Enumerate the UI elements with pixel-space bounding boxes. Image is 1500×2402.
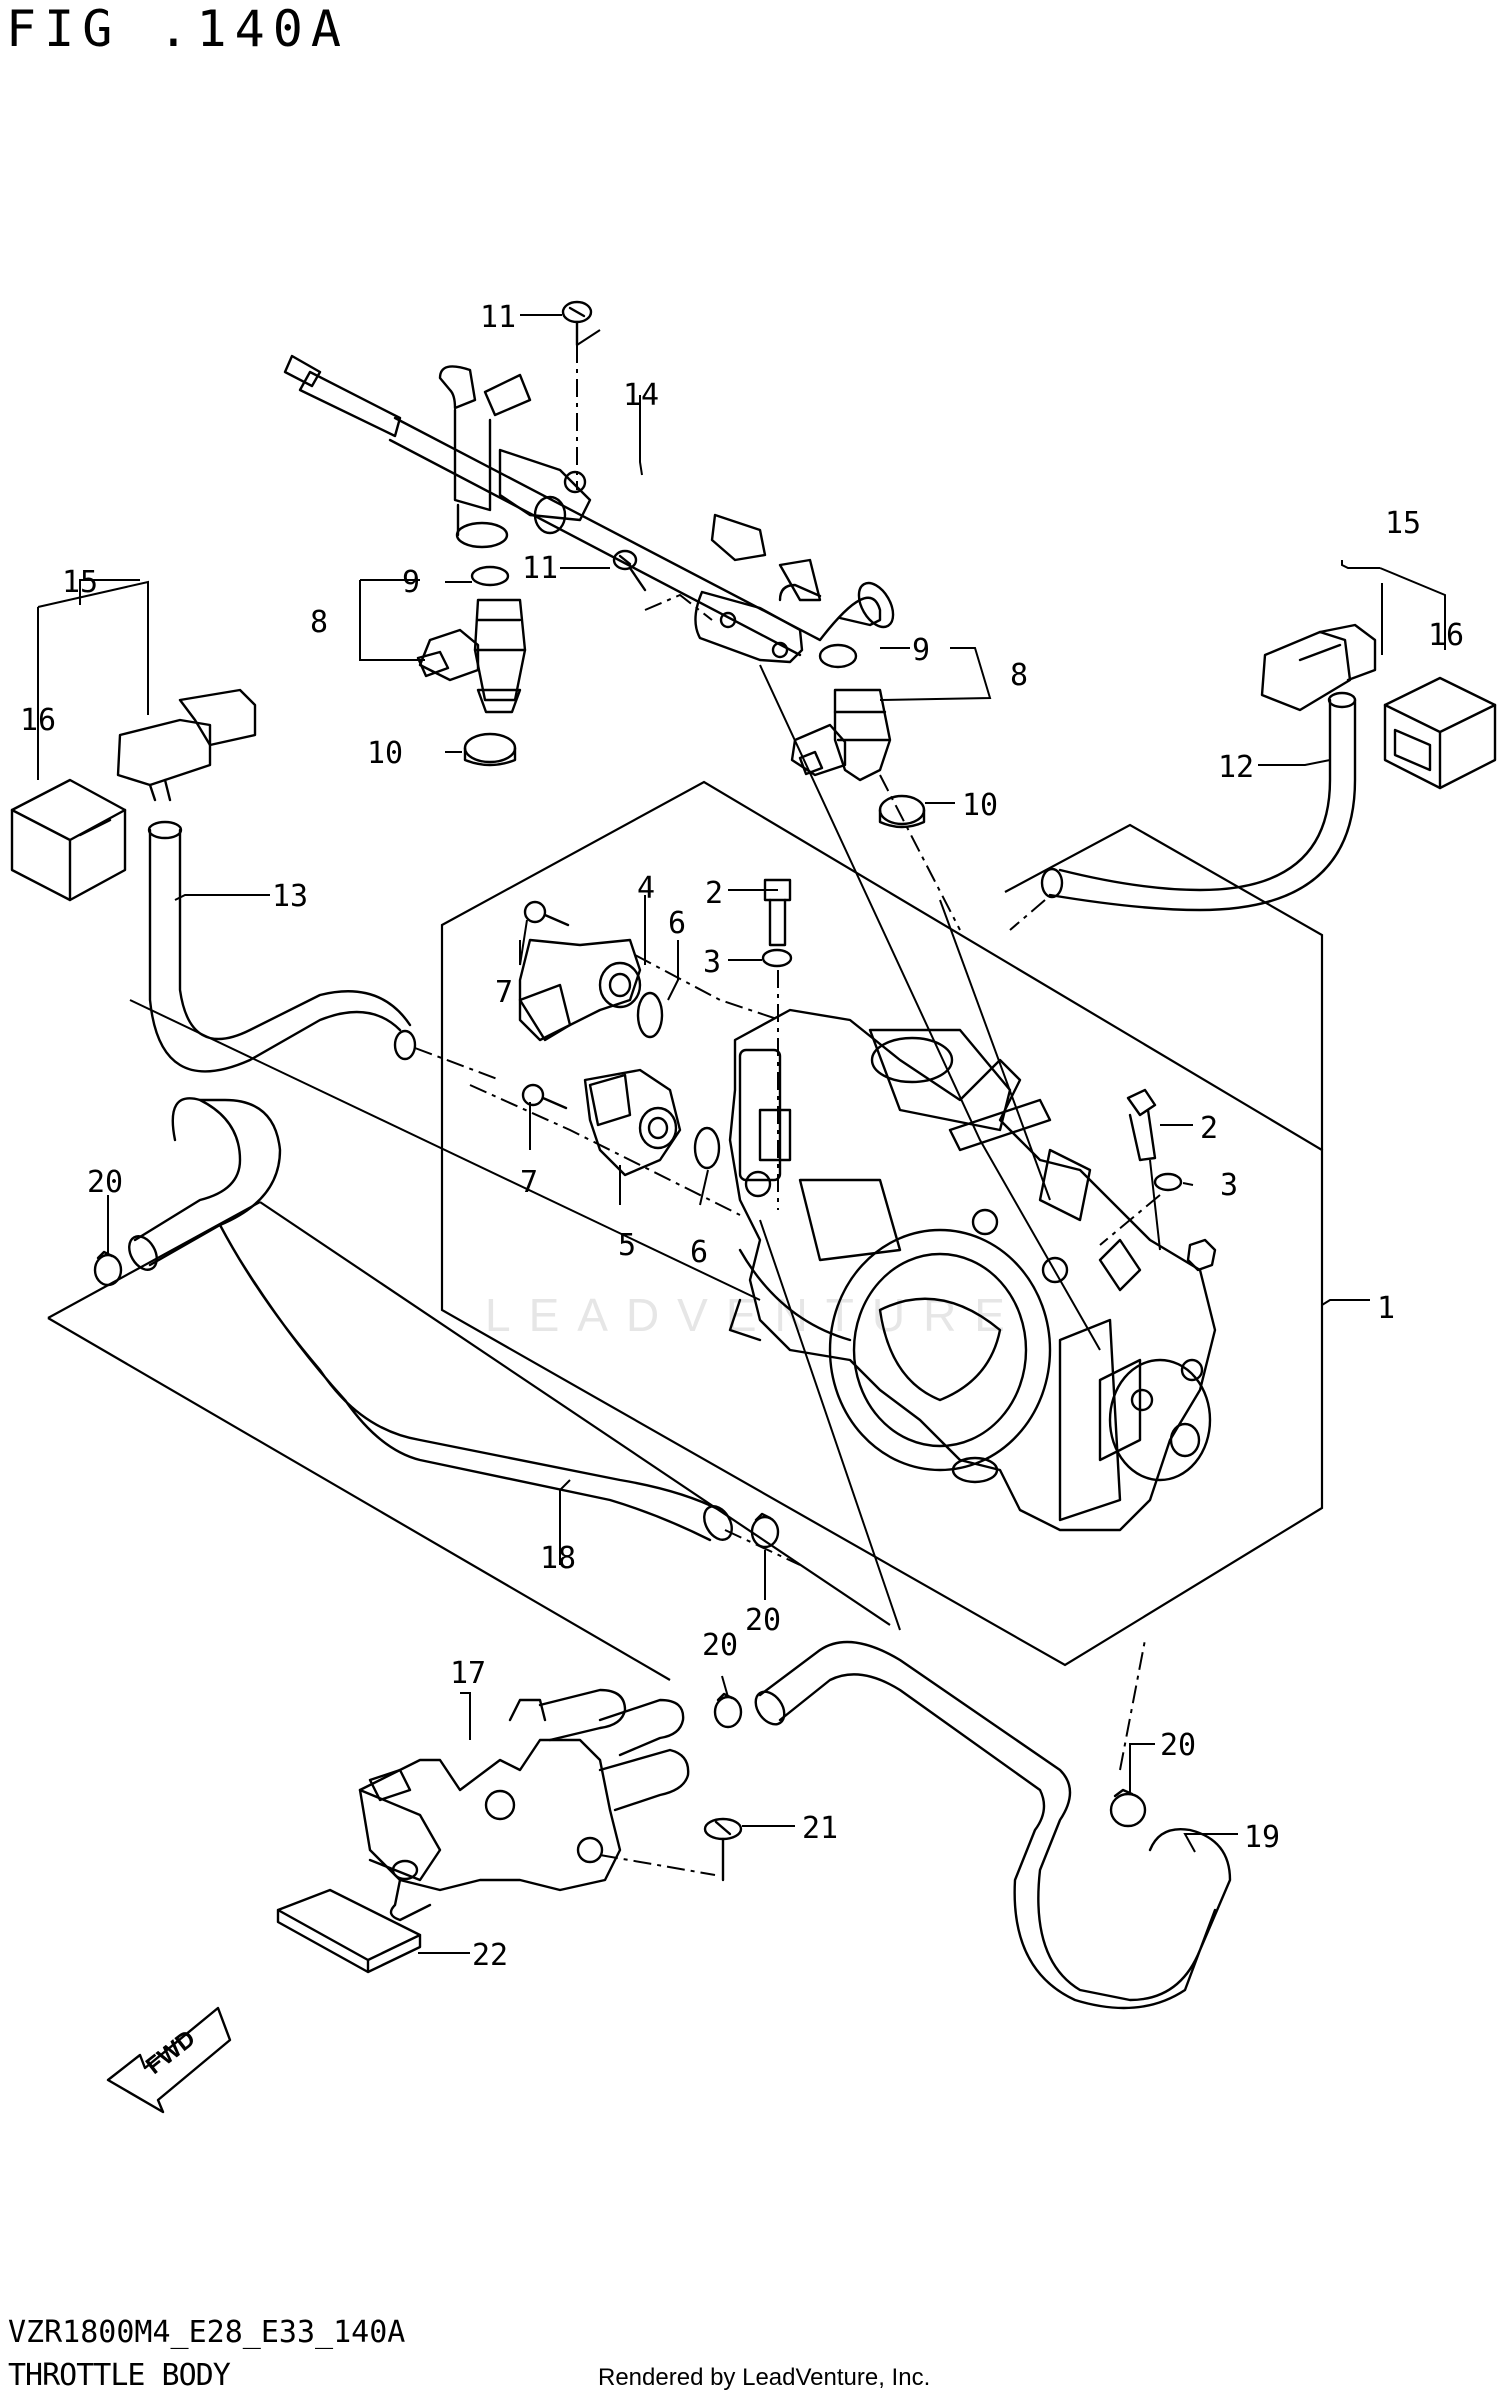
throttle-body-frame	[440, 780, 1324, 1667]
screw-2-right	[1126, 1088, 1157, 1162]
fwd-arrow-icon: FWD	[106, 2006, 232, 2114]
callout-20-left: 20	[87, 1165, 123, 1200]
callout-16-right: 16	[1428, 618, 1464, 653]
connector-15-left[interactable]	[116, 688, 257, 802]
dash-line-sensor5	[469, 1084, 741, 1216]
clamp-20-right	[1109, 1788, 1147, 1828]
fuel-injector-left[interactable]	[416, 598, 527, 714]
screw-7-top	[523, 900, 570, 927]
valve-17[interactable]	[358, 1688, 690, 1922]
callout-9-left: 9	[402, 565, 420, 600]
hose-12[interactable]	[1048, 698, 1357, 912]
callout-22: 22	[472, 1938, 508, 1973]
o-ring-9-left	[470, 565, 510, 587]
callout-17: 17	[450, 1656, 486, 1691]
callout-15-right: 15	[1385, 506, 1421, 541]
callout-1: 1	[1377, 1291, 1395, 1326]
lower-frame-right	[1004, 823, 1324, 1150]
screw-2-top	[763, 878, 792, 947]
sensor-box-16-right[interactable]	[1383, 676, 1497, 790]
watermark: LEADVENTURE	[485, 1289, 1023, 1341]
throttle-body[interactable]	[728, 1008, 1217, 1532]
pad-22	[276, 1888, 422, 1974]
rail-bracket	[694, 590, 804, 664]
callout-9-right: 9	[912, 633, 930, 668]
callout-8-left: 8	[310, 605, 328, 640]
fuel-injector-right[interactable]	[790, 688, 892, 782]
callout-3-right: 3	[1220, 1168, 1238, 1203]
dash-line-hose13	[414, 1047, 501, 1081]
section-name: THROTTLE BODY	[8, 2358, 231, 2393]
callout-10-right: 10	[962, 788, 998, 823]
callout-18: 18	[540, 1541, 576, 1576]
callout-7-low: 7	[520, 1165, 538, 1200]
lower-frame-left	[47, 1201, 261, 1319]
model-code: VZR1800M4_E28_E33_140A	[8, 2315, 406, 2350]
callout-4: 4	[637, 871, 655, 906]
o-ring-6-low	[693, 1126, 721, 1170]
callout-10-left: 10	[367, 736, 403, 771]
dash-line-screw11-mid	[644, 593, 713, 621]
o-ring-9-right	[818, 643, 858, 669]
dash-line-screw21	[599, 1854, 716, 1876]
screw-7-low	[521, 1083, 568, 1110]
fuel-rail[interactable]	[283, 354, 900, 657]
screw-11-top	[561, 300, 593, 347]
hose-18[interactable]	[133, 1097, 722, 1542]
callout-2-right: 2	[1200, 1111, 1218, 1146]
callout-14: 14	[623, 378, 659, 413]
callout-5: 5	[618, 1228, 636, 1263]
callout-20-lower: 20	[702, 1628, 738, 1663]
dash-line-screw2-right	[1099, 1194, 1161, 1246]
callout-19: 19	[1244, 1820, 1280, 1855]
tps-sensor[interactable]	[518, 938, 642, 1042]
hose-13[interactable]	[148, 828, 412, 1073]
callout-6-top: 6	[668, 906, 686, 941]
o-ring-6-top	[636, 991, 664, 1039]
rendered-by-credit: Rendered by LeadVenture, Inc.	[598, 2364, 931, 2391]
callout-13: 13	[272, 879, 308, 914]
callout-6-low: 6	[690, 1235, 708, 1270]
callout-8-right: 8	[1010, 658, 1028, 693]
callout-2-top: 2	[705, 876, 723, 911]
callout-20-right: 20	[1160, 1728, 1196, 1763]
screw-21	[703, 1817, 743, 1882]
callout-21: 21	[802, 1811, 838, 1846]
figure-title: FIG .140A	[6, 0, 349, 58]
callout-11-top: 11	[480, 300, 516, 335]
callout-11-mid: 11	[522, 551, 558, 586]
callout-16-left: 16	[20, 703, 56, 738]
screw-11-mid	[612, 549, 647, 592]
connector-15-right[interactable]	[1260, 623, 1377, 712]
throttle-nut	[1186, 1238, 1217, 1272]
o-ring-3-top	[761, 948, 793, 968]
dash-line-hose19	[1119, 1639, 1146, 1771]
dash-line-hose12	[1009, 899, 1046, 931]
dash-line-tps	[634, 954, 781, 1021]
callout-20-center: 20	[745, 1603, 781, 1638]
o-ring-3-right	[1153, 1172, 1183, 1192]
dash-line-hose18	[724, 1529, 801, 1566]
callout-7-top: 7	[495, 975, 513, 1010]
dash-line-injector-right	[879, 774, 961, 931]
cushion-10-left	[463, 732, 517, 764]
sensor-box-16-left[interactable]	[10, 778, 127, 902]
callout-15-left: 15	[62, 565, 98, 600]
clamp-20-lower	[713, 1692, 743, 1729]
sensor-5[interactable]	[583, 1068, 682, 1177]
callout-12: 12	[1218, 750, 1254, 785]
callout-3-top: 3	[703, 945, 721, 980]
